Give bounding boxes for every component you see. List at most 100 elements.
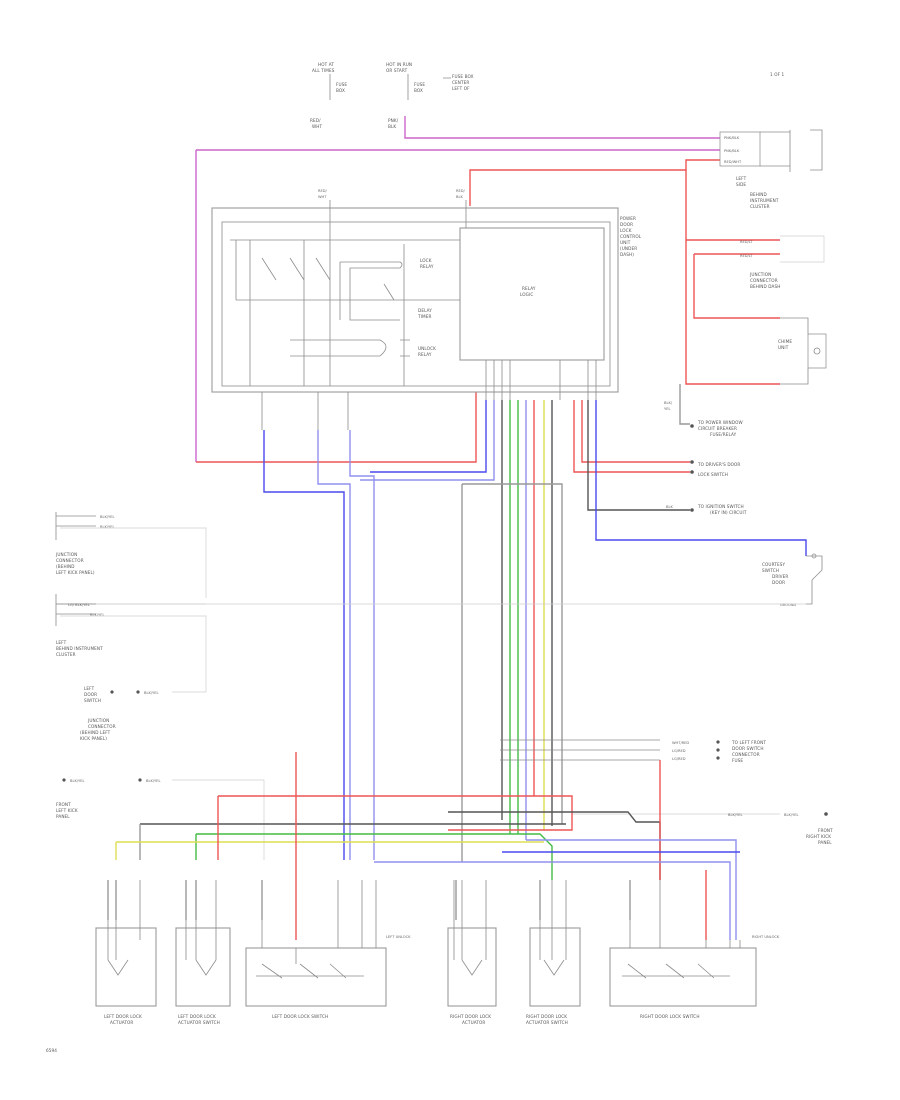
courtesy-switch: COURTESY SWITCH DRIVER DOOR GROUND (762, 553, 823, 607)
fuse-lines (329, 74, 451, 100)
wire-red-right-drop (685, 170, 780, 385)
svg-text:LOCK: LOCK (420, 258, 432, 263)
svg-text:BEHIND DASH: BEHIND DASH (750, 284, 781, 289)
wire-blue-courtesy (595, 400, 807, 556)
svg-text:LG/RED: LG/RED (672, 749, 686, 753)
svg-text:BLK: BLK (388, 124, 396, 129)
fuse-left-label: HOT AT ALL TIMES FUSE BOX (312, 62, 347, 93)
svg-text:SIDE: SIDE (736, 182, 746, 187)
svg-text:RED/LT: RED/LT (740, 254, 753, 258)
svg-text:LEFT: LEFT (56, 640, 67, 645)
svg-text:CLUSTER: CLUSTER (750, 204, 770, 209)
svg-text:LEFT OF: LEFT OF (452, 86, 470, 91)
control-module-inner (221, 221, 611, 387)
svg-text:LOCK SWITCH: LOCK SWITCH (698, 472, 728, 477)
wire-gray-pw (679, 384, 690, 425)
svg-text:LEFT KICK PANEL): LEFT KICK PANEL) (56, 570, 95, 575)
fuse-right-label: HOT IN RUN OR START FUSE BOX (386, 62, 425, 93)
svg-text:RELAY: RELAY (420, 264, 434, 269)
svg-text:LEFT DOOR LOCK SWITCH: LEFT DOOR LOCK SWITCH (272, 1014, 328, 1019)
page-code: 6594 (46, 1048, 57, 1053)
svg-text:ACTUATOR: ACTUATOR (462, 1020, 485, 1025)
svg-text:LEFT KICK: LEFT KICK (56, 808, 78, 813)
svg-text:UNLOCK: UNLOCK (418, 346, 436, 351)
svg-text:TO DRIVER'S DOOR: TO DRIVER'S DOOR (697, 462, 740, 467)
svg-text:CONNECTOR: CONNECTOR (732, 752, 760, 757)
svg-text:BLK/YEL: BLK/YEL (728, 813, 743, 817)
actuator-left-door: LEFT DOOR LOCK ACTUATOR (95, 880, 157, 1025)
relay-logic-label: RELAY LOGIC (520, 286, 536, 297)
svg-text:PNK/: PNK/ (388, 118, 399, 123)
wire-violet-right2 (374, 861, 731, 940)
wire-violet-left (317, 430, 351, 860)
svg-text:PNK/BLK: PNK/BLK (724, 149, 740, 153)
cluster-top-connector: PNK/BLK PNK/BLK RED/WHT (719, 129, 823, 172)
actuator-wire-stubs (107, 880, 631, 920)
wire-gray-a (462, 483, 563, 824)
module-pin-b: RED/ (456, 189, 466, 193)
svg-text:(BEHIND: (BEHIND (56, 564, 75, 569)
svg-text:WHT: WHT (312, 124, 322, 129)
wire-red-drv (581, 400, 690, 463)
svg-text:ALL TIMES: ALL TIMES (312, 68, 335, 73)
svg-text:JUNCTION: JUNCTION (749, 272, 771, 277)
svg-text:DOOR: DOOR (620, 222, 633, 227)
svg-text:RIGHT DOOR LOCK SWITCH: RIGHT DOOR LOCK SWITCH (640, 1014, 700, 1019)
svg-text:(KEY IN) CIRCUIT: (KEY IN) CIRCUIT (710, 510, 747, 515)
left-door-switch: LEFT DOOR SWITCH BLK/YEL (84, 686, 206, 703)
actuator-left-door-switch: LEFT DOOR LOCK ACTUATOR SWITCH (175, 880, 231, 1025)
svg-text:CIRCUIT BREAKER: CIRCUIT BREAKER (698, 426, 737, 431)
actuator-right-door: RIGHT DOOR LOCK ACTUATOR (447, 880, 497, 1025)
relay-logic-box (459, 227, 605, 361)
delay-timer-label: DELAY TIMER (417, 308, 432, 319)
svg-text:BEHIND: BEHIND (750, 192, 767, 197)
svg-text:JUNCTION: JUNCTION (87, 718, 109, 723)
svg-text:CENTER: CENTER (452, 80, 469, 85)
bottom-right-block: WHT/RED LG/RED LG/RED TO LEFT FRONT DOOR… (500, 739, 766, 763)
svg-text:BLK/YEL: BLK/YEL (100, 515, 115, 519)
svg-text:YEL: YEL (664, 407, 670, 411)
svg-text:RELAY: RELAY (522, 286, 536, 291)
svg-text:FRONT: FRONT (56, 802, 71, 807)
svg-text:UNIT: UNIT (778, 345, 789, 350)
svg-text:DELAY: DELAY (418, 308, 432, 313)
svg-text:COURTESY: COURTESY (762, 562, 785, 567)
svg-text:LOGIC: LOGIC (520, 292, 533, 297)
front-left-kick-panel: BLK/YEL BLK/YEL FRONT LEFT KICK PANEL (56, 778, 265, 860)
svg-text:BLK/YEL: BLK/YEL (100, 525, 115, 529)
svg-text:TO LEFT FRONT: TO LEFT FRONT (731, 740, 766, 745)
module-switch-circuit (230, 239, 460, 386)
svg-text:HOT IN RUN: HOT IN RUN (386, 62, 412, 67)
cluster-top-label: LEFT SIDE BEHIND INSTRUMENT CLUSTER (736, 176, 779, 209)
svg-text:FUSE: FUSE (414, 82, 425, 87)
svg-text:ACTUATOR: ACTUATOR (110, 1020, 133, 1025)
control-module-outer (211, 207, 619, 393)
module-label: POWER DOOR LOCK CONTROL UNIT (UNDER DASH… (620, 216, 642, 257)
svg-text:DRIVER: DRIVER (772, 574, 788, 579)
svg-text:SWITCH: SWITCH (762, 568, 779, 573)
svg-text:(BEHIND LEFT: (BEHIND LEFT (80, 730, 111, 735)
svg-text:FUSE: FUSE (732, 758, 743, 763)
svg-text:CHIME: CHIME (778, 339, 792, 344)
module-relay-coil-a (339, 261, 403, 321)
ignition-switch-label: BLK TO IGNITION SWITCH (KEY IN) CIRCUIT (666, 504, 747, 515)
svg-text:RIGHT KICK: RIGHT KICK (806, 834, 831, 839)
svg-text:BOX: BOX (414, 88, 423, 93)
svg-text:LEFT DOOR LOCK: LEFT DOOR LOCK (178, 1014, 216, 1019)
svg-text:RED/: RED/ (310, 118, 321, 123)
svg-text:SWITCH: SWITCH (84, 698, 101, 703)
svg-text:CONNECTOR: CONNECTOR (56, 558, 84, 563)
svg-text:FUSE/RELAY: FUSE/RELAY (710, 432, 737, 437)
svg-text:CONNECTOR: CONNECTOR (88, 724, 116, 729)
svg-text:OR START: OR START (386, 68, 408, 73)
svg-text:DASH): DASH) (620, 252, 634, 257)
svg-text:PNK/BLK: PNK/BLK (724, 136, 740, 140)
wire-violet-left2 (349, 430, 375, 860)
left-junction: BLK/YEL BLK/YEL JUNCTION CONNECTOR (BEHI… (55, 512, 207, 605)
svg-text:UNIT: UNIT (620, 240, 631, 245)
wire-label-left: RED/ WHT (310, 118, 322, 129)
module-pin-a: RED/ (318, 189, 328, 193)
left-cluster: LG/ BLK/YEL BLK/YEL LEFT BEHIND INSTRUME… (55, 594, 207, 692)
svg-text:DOOR: DOOR (84, 692, 97, 697)
